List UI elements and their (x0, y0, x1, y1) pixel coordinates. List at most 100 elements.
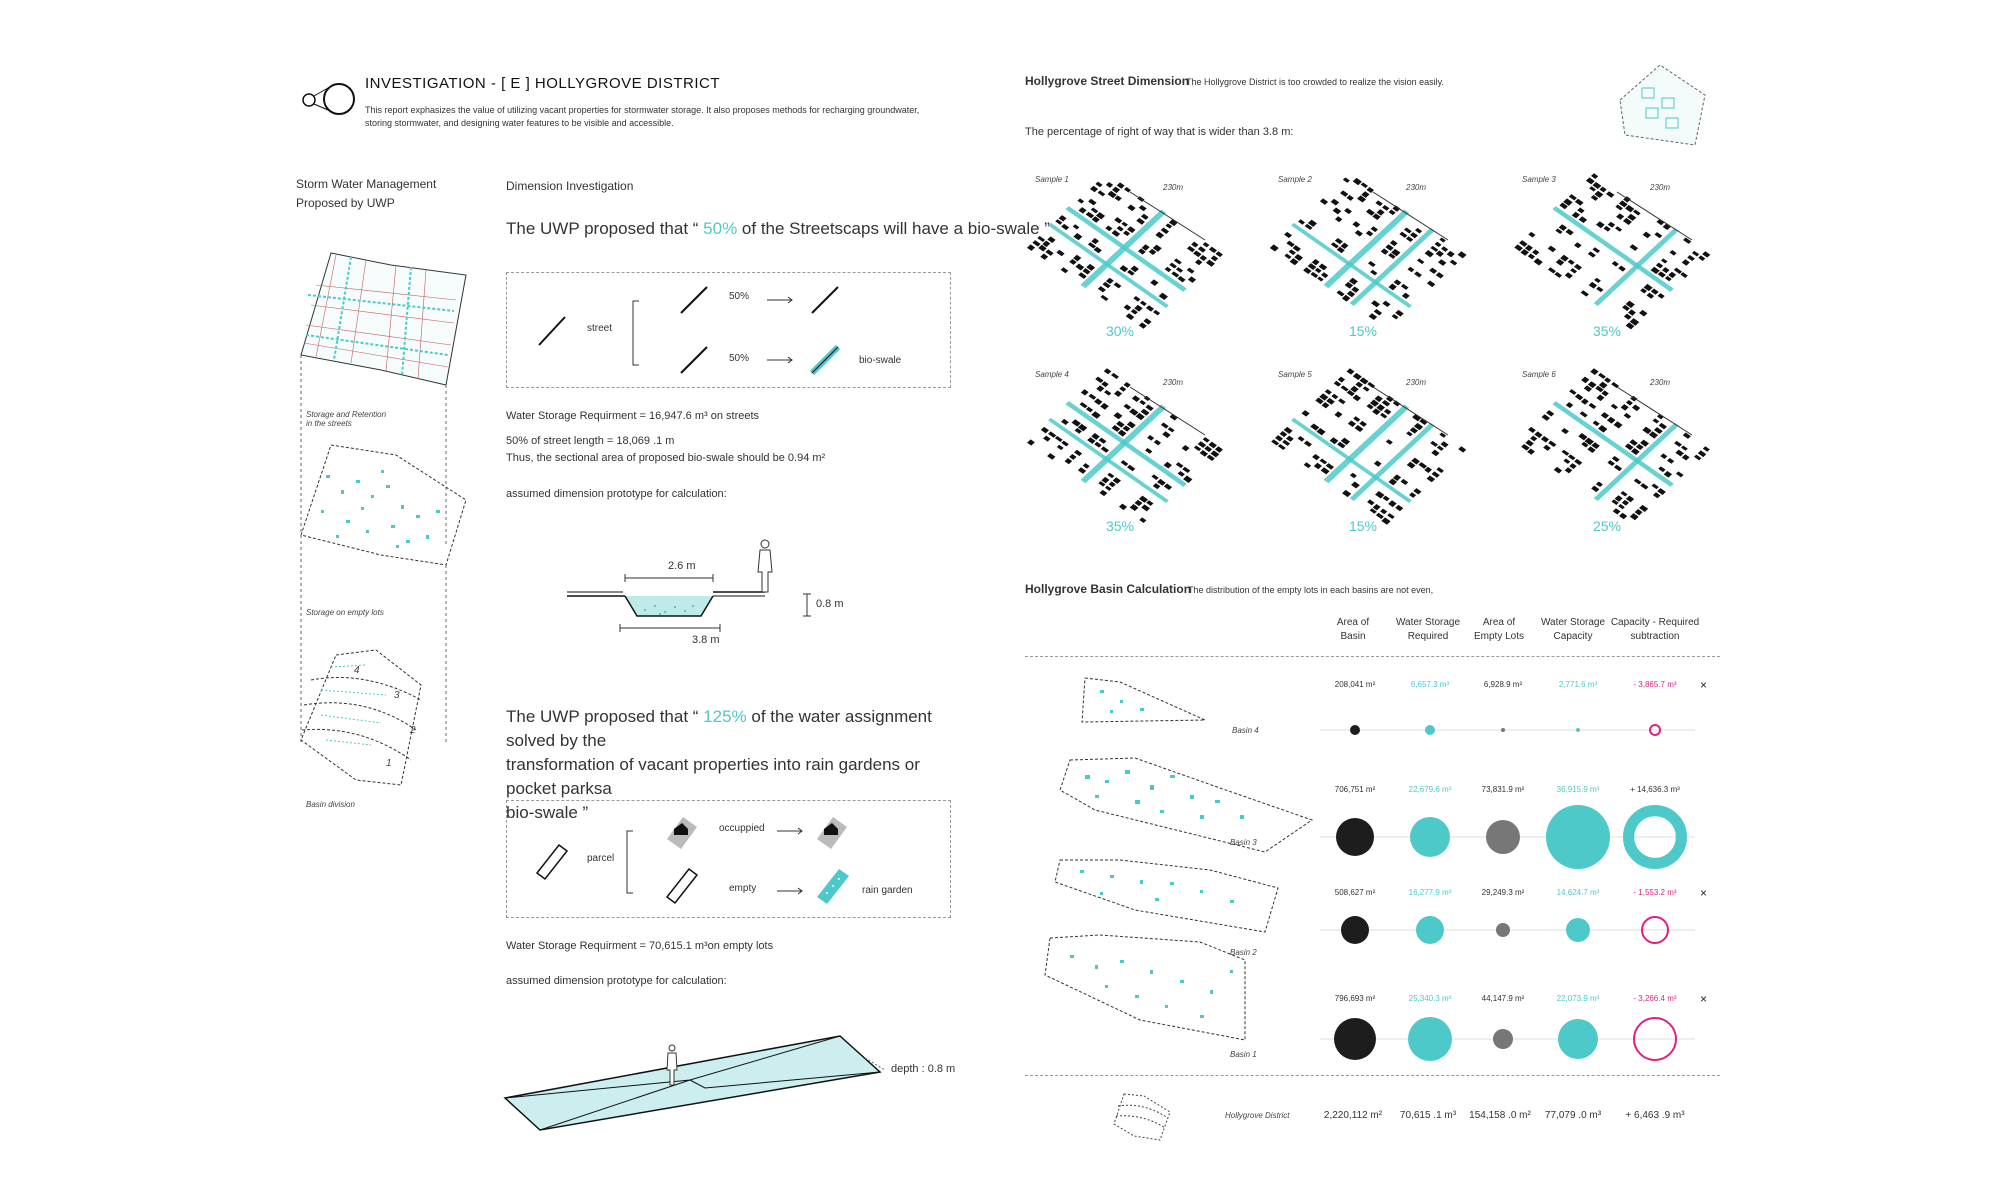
proposal1-pre: The UWP proposed that “ (506, 219, 704, 238)
basin-3-fail-mark: × (1700, 886, 1708, 900)
basin-4-empty-circle (1493, 1029, 1513, 1049)
sample-name-6: Sample 6 (1522, 370, 1556, 379)
basin-3-empty-circle (1496, 923, 1510, 937)
basin-name-3: Basin 2 (1230, 948, 1257, 957)
basin-3-capacity-circle (1566, 918, 1590, 942)
sample-scale-1: 230m (1163, 183, 1184, 192)
basin-calc-note: The distribution of the empty lots in ea… (1188, 585, 1434, 595)
basin-name-1: Basin 4 (1232, 726, 1259, 735)
map1-caption-1: Storage and Retention (306, 410, 387, 419)
calc1-line1: Water Storage Requirment = 16,947.6 m³ o… (506, 410, 760, 422)
total-capacity: 77,079 .0 m³ (1544, 1110, 1602, 1121)
proposal2-line2: transformation of vacant properties into… (506, 755, 920, 798)
basin-4-area-value: 796,693 m² (1334, 994, 1376, 1003)
person-figure (757, 539, 773, 593)
basin-2-area-value: 706,751 m² (1334, 785, 1376, 794)
basin-4-fail-mark: × (1700, 992, 1708, 1006)
sample-pct-5: 15% (1348, 518, 1378, 534)
basin-3-diff-circle (1641, 916, 1669, 944)
table-divider-bottom (1025, 1075, 1720, 1076)
sample-scale-5: 230m (1406, 378, 1427, 387)
basin-3-required-value: 16,277.9 m³ (1408, 888, 1452, 897)
total-name: Hollygrove District (1225, 1111, 1290, 1120)
basin-1-diff-value: - 3,865.7 m³ (1633, 680, 1677, 689)
basin-2-required-value: 22,679.6 m³ (1408, 785, 1452, 794)
sample-map-3 (1514, 173, 1711, 330)
sample-map-5 (1271, 368, 1467, 525)
map3-caption: Basin division (306, 800, 355, 809)
depth-label-section: 0.8 m (816, 598, 844, 610)
sample-map-4 (1027, 368, 1223, 523)
street-dimension-note: The Hollygrove District is too crowded t… (1186, 77, 1444, 87)
parcel-label: parcel (587, 853, 615, 864)
basin-1-diff-circle (1649, 724, 1661, 736)
basin-4-diff-value: - 3,266.4 m³ (1633, 994, 1677, 1003)
basin-4-empty-value: 44,147.9 m² (1481, 994, 1525, 1003)
calc1-line2: 50% of street length = 18,069 .1 m (506, 435, 675, 447)
empty-lots-map (300, 444, 467, 566)
depth-label-prototype: depth : 0.8 m (891, 1063, 956, 1075)
basin-number-3: 3 (394, 690, 400, 701)
basin-4-capacity-circle (1558, 1019, 1598, 1059)
intro-text: This report exphasizes the value of util… (365, 105, 920, 128)
basin-4-required-circle (1408, 1017, 1452, 1061)
sample-name-2: Sample 2 (1278, 175, 1312, 184)
proposal1-post: of the Streetscaps will have a bio-swale… (737, 219, 1050, 238)
calc2-line2: assumed dimension prototype for calculat… (506, 975, 727, 987)
basin-2-empty-value: 73,831.9 m² (1481, 785, 1525, 794)
basin-2-diff-value: + 14,636.3 m³ (1630, 785, 1680, 794)
sample-pct-1: 30% (1105, 323, 1135, 339)
calc2-line1: Water Storage Requirment = 70,615.1 m³on… (506, 940, 774, 952)
basin-2-diff-circle (1623, 805, 1688, 869)
sample-scale-3: 230m (1650, 183, 1671, 192)
basin2-shape (1054, 859, 1279, 933)
basin-2-required-circle (1410, 817, 1450, 857)
total-area: 2,220,112 m² (1323, 1110, 1383, 1121)
basin-4-circles (1320, 1017, 1695, 1061)
page-title: INVESTIGATION - [ E ] HOLLYGROVE DISTRIC… (365, 75, 720, 92)
map2-caption: Storage on empty lots (306, 608, 384, 617)
storm-water-heading-1: Storm Water Management (296, 177, 437, 191)
occupied-label: occuppied (719, 823, 765, 834)
basin-number-4: 4 (354, 665, 360, 676)
rain-garden-prototype-diagram (503, 1035, 886, 1131)
storm-water-heading-2: Proposed by UWP (296, 196, 395, 210)
sample-scale-4: 230m (1163, 378, 1184, 387)
dimension-heading: Dimension Investigation (506, 179, 634, 193)
sample-pct-2: 15% (1348, 323, 1378, 339)
basin-3-area-circle (1341, 916, 1369, 944)
sample-name-4: Sample 4 (1035, 370, 1069, 379)
basin-3-capacity-value: 14,624.7 m³ (1556, 888, 1600, 897)
sample-scale-2: 230m (1406, 183, 1427, 192)
basin-number-2: 2 (410, 725, 416, 736)
calc1-line3: Thus, the sectional area of proposed bio… (506, 452, 826, 464)
basin-1-required-circle (1425, 725, 1435, 735)
basin4-shape (1081, 677, 1206, 723)
basin-2-capacity-value: 36,915.9 m³ (1556, 785, 1600, 794)
proposal2-pre: The UWP proposed that “ (506, 707, 704, 726)
street-dimension-subheading: The percentage of right of way that is w… (1025, 126, 1294, 138)
street-label: street (587, 323, 613, 334)
proposal2-line3: bio-swale ” (506, 803, 589, 822)
basin-2-area-circle (1336, 818, 1374, 856)
bioswale-section-diagram (567, 539, 811, 632)
sample-name-1: Sample 1 (1035, 175, 1069, 184)
basin-1-capacity-value: 2,771.6 m³ (1558, 680, 1598, 689)
basin-4-required-value: 25,340.3 m³ (1408, 994, 1452, 1003)
district-locator-map (1619, 64, 1706, 146)
basin-3-circles (1320, 916, 1695, 944)
bottom-width-label: 3.8 m (692, 634, 720, 646)
basin-1-required-value: 6,657.3 m³ (1410, 680, 1450, 689)
total-required: 70,615 .1 m³ (1399, 1110, 1457, 1121)
sample-map-6 (1521, 368, 1710, 521)
basin-1-circles (1320, 724, 1695, 736)
top-width-label: 2.6 m (668, 560, 696, 572)
parcel-diagram-box: parcel occuppied empty rain garden (506, 800, 951, 918)
street-diagram-box: street 50% 50% bio-swale (506, 272, 951, 388)
basin-name-2: Basin 3 (1230, 838, 1257, 847)
basin-1-empty-circle (1501, 728, 1505, 732)
